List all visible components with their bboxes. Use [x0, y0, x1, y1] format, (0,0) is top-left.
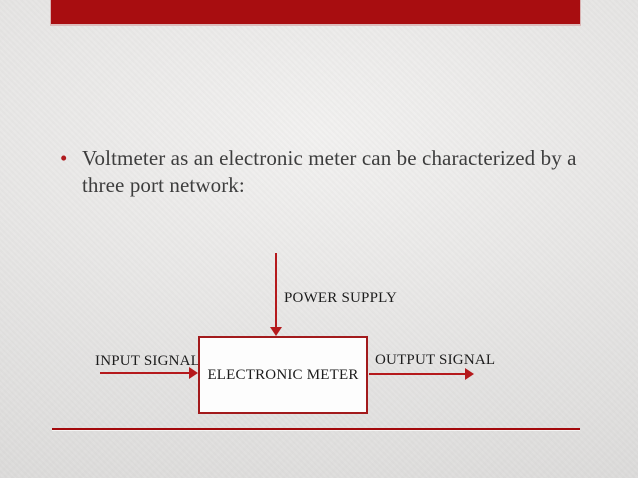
power-supply-arrow-line [275, 253, 277, 329]
bullet-text-line-2: three port network: [82, 173, 245, 197]
output-signal-label: OUTPUT SIGNAL [375, 352, 496, 368]
power-supply-label: POWER SUPPLY [284, 290, 398, 306]
input-signal-label: INPUT SIGNAL [95, 353, 201, 369]
electronic-meter-box: ELECTRONIC METER [198, 336, 368, 414]
output-signal-arrowhead-icon [465, 368, 474, 380]
input-signal-arrow-line [100, 372, 190, 374]
input-signal-arrowhead-icon [189, 367, 198, 379]
footer-divider-line [52, 428, 580, 430]
power-supply-arrowhead-icon [270, 327, 282, 336]
bullet-marker: • [60, 146, 68, 170]
bullet-text-line-1: Voltmeter as an electronic meter can be … [82, 146, 577, 170]
bullet-text: Voltmeter as an electronic meter can be … [82, 145, 577, 199]
electronic-meter-label: ELECTRONIC METER [207, 366, 359, 383]
bullet-item: • Voltmeter as an electronic meter can b… [60, 145, 605, 199]
output-signal-arrow-line [369, 373, 466, 375]
header-accent-bar [50, 0, 581, 26]
